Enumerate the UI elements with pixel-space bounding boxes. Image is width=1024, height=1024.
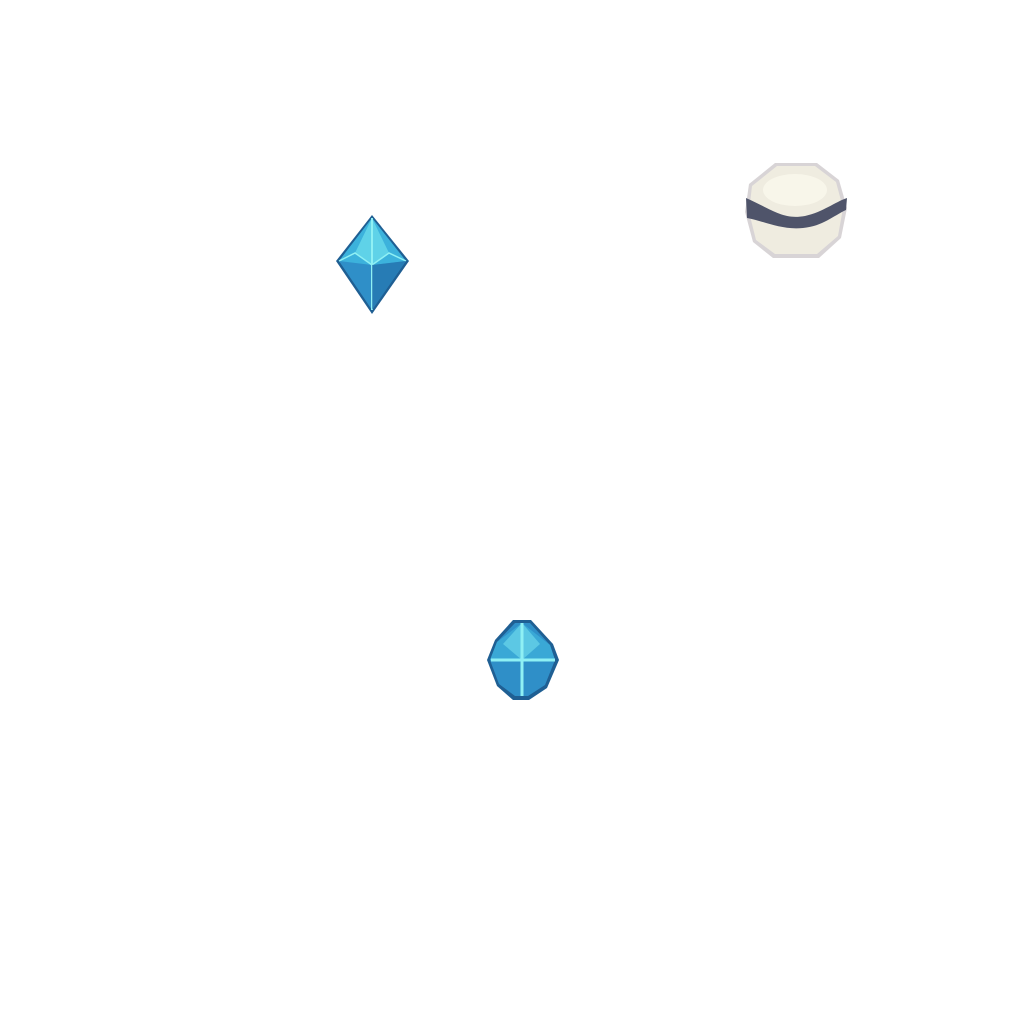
blue-gem-round-icon[interactable] xyxy=(485,618,561,702)
white-orb-icon[interactable] xyxy=(743,160,849,263)
blue-gem-tall-icon[interactable] xyxy=(333,213,413,317)
